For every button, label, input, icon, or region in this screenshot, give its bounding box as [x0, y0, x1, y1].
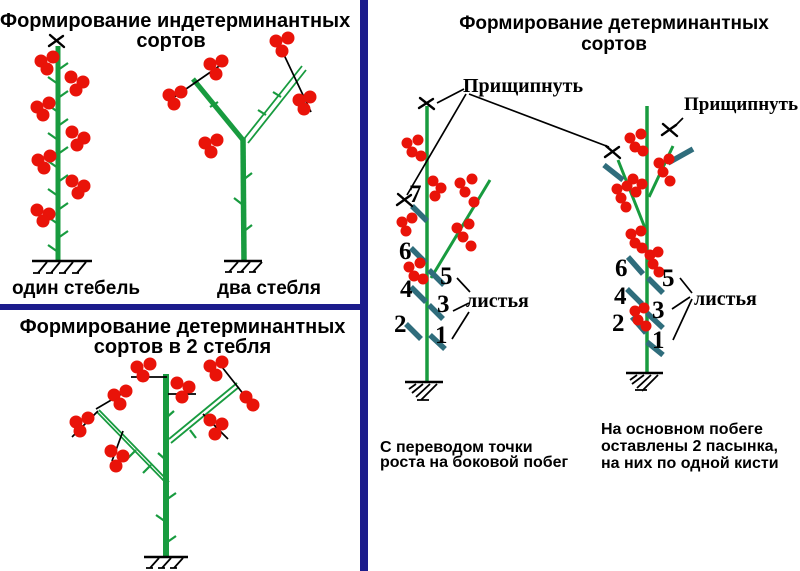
panel-indeterminate: Формирование индетерминантных сортов оди…: [0, 0, 360, 304]
panel-determinate: Формирование детерминантных сортов Прищи…: [367, 0, 800, 571]
leaves-label-a: листья: [466, 290, 529, 312]
panel-indeterminate-title: Формирование индетерминантных сортов: [0, 10, 351, 52]
caption-plant-b-line2: оставлены 2 пасынка,: [601, 438, 778, 455]
divider-vertical: [360, 0, 368, 571]
panel-determinate-two-stems-title: Формирование детерминантных сортов в 2 с…: [10, 317, 355, 357]
pinch-label-b: Прищипнуть: [684, 94, 799, 115]
panel-determinate-title-line1: Формирование детерминантных: [459, 13, 769, 34]
divider-horizontal: [0, 304, 364, 310]
label-one-stem: один стебель: [12, 278, 141, 299]
plant-a-leaf-number-7: 7: [409, 181, 422, 208]
panel-determinate-title-line2: сортов: [581, 34, 647, 55]
determinate-plants-drawing: [395, 88, 695, 401]
caption-plant-b-line1: На основном побеге: [601, 421, 763, 438]
panel-determinate-two-stems: Формирование детерминантных сортов в 2 с…: [0, 310, 360, 571]
label-two-stems: два стебля: [217, 278, 321, 299]
panel-determinate-two-stems-title-line2: сортов в 2 стебля: [93, 336, 272, 358]
plant-b-leaf-number-3: 3: [652, 297, 665, 324]
plant-one-stem: [30, 33, 92, 274]
plant-b-leaf-number-6: 6: [615, 255, 628, 282]
plant-a-leaf-number-3: 3: [437, 291, 450, 318]
caption-plant-b-line3: на них по одной кисти: [601, 455, 779, 472]
caption-plant-a: С переводом точки роста на боковой побег: [380, 439, 569, 471]
plant-determinate-two-stems: [69, 355, 260, 569]
plant-a-leaf-number-1: 1: [435, 322, 448, 349]
plant-b-drawing: [602, 106, 695, 392]
plant-b-leaf-number-5: 5: [662, 265, 675, 292]
panel-determinate-title: Формирование детерминантных сортов: [424, 13, 800, 55]
plant-b-leaf-number-4: 4: [614, 283, 627, 310]
panel-indeterminate-title-line2: сортов: [136, 30, 206, 52]
pointer-lines: [406, 88, 693, 341]
plant-a-leaf-number-4: 4: [400, 276, 413, 303]
indeterminate-plants-drawing: [30, 31, 317, 274]
caption-plant-b: На основном побеге оставлены 2 пасынка, …: [601, 421, 779, 472]
panel-indeterminate-title-line1: Формирование индетерминантных: [0, 10, 351, 32]
plant-a-leaf-number-6: 6: [399, 238, 412, 265]
caption-plant-a-line2: роста на боковой побег: [380, 454, 569, 471]
leaves-label-b: листья: [694, 288, 757, 310]
pinch-label-a: Прищипнуть: [463, 75, 584, 97]
plant-a-drawing: [395, 96, 492, 401]
determinate-two-stem-drawing: [69, 355, 260, 569]
plant-b-leaf-number-2: 2: [612, 310, 625, 337]
panel-determinate-two-stems-title-line1: Формирование детерминантных: [19, 316, 346, 338]
plant-b-leaf-number-1: 1: [652, 327, 665, 354]
caption-plant-a-line1: С переводом точки: [380, 439, 533, 456]
plant-a-leaf-number-2: 2: [394, 311, 407, 338]
plant-two-stems: [162, 31, 317, 273]
plant-a-leaf-number-5: 5: [440, 263, 453, 290]
